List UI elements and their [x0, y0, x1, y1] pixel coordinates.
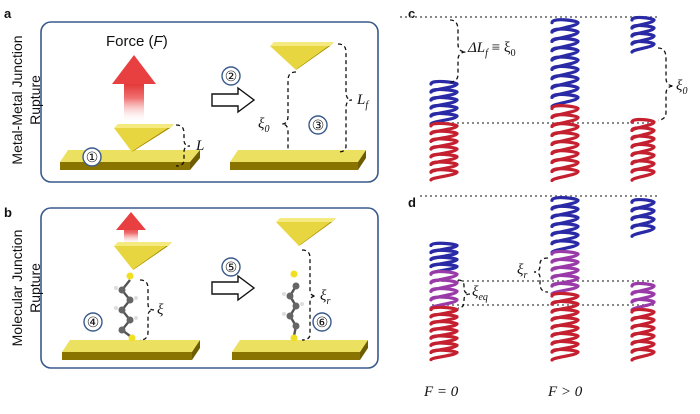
svg-text:Rupture: Rupture: [27, 263, 43, 313]
step-circle-4: [83, 312, 103, 332]
brace-L: [175, 124, 191, 167]
brace-xi-r-d: [533, 257, 549, 293]
spring-coil: [429, 348, 459, 362]
gold-tip-b6: [276, 218, 336, 246]
label-L: L: [195, 138, 204, 154]
force-arrow-b: [116, 212, 146, 244]
step-1: ①: [86, 149, 99, 165]
step-2: ②: [225, 68, 238, 84]
process-arrow-2: [211, 86, 256, 114]
step-3: ③: [312, 117, 325, 133]
panel-b-frame: [40, 207, 379, 369]
step-circle-1: [82, 147, 102, 167]
spring-d-rest: [429, 241, 459, 362]
gold-tip-b4: [114, 242, 172, 270]
gold-tip-a1: [114, 124, 174, 152]
step-circle-3: [308, 115, 328, 135]
label-xi-r-b: ξr: [320, 288, 330, 307]
spring-coil: [630, 223, 656, 238]
brace-xi: [139, 279, 155, 341]
spring-coil: [550, 347, 580, 362]
label-F-gt-0: F > 0: [547, 384, 583, 400]
label-xi-r-d: ξr: [517, 262, 527, 281]
spring-c-stretched: [550, 18, 580, 183]
label-F-eq-0: F = 0: [423, 384, 459, 400]
spring-coil: [630, 167, 656, 182]
gold-substrate-b6: [232, 340, 368, 360]
label-xi-eq: ξeq: [472, 284, 488, 303]
spring-coil: [429, 168, 459, 182]
spring-coil: [630, 347, 656, 362]
panel-a-frame: [40, 21, 379, 183]
brace-xi-r: [301, 249, 317, 341]
spring-d-stretched: [550, 195, 580, 362]
brace-xi0-a: [281, 71, 297, 150]
panel-a-side-label: Metal-Metal Junction Rupture: [9, 35, 43, 164]
label-xi0-a: ξ0: [258, 116, 269, 135]
panel-label-a: a: [4, 6, 12, 21]
spring-c-ruptured: [630, 15, 656, 182]
molecule-b6: [282, 270, 304, 342]
step-4: ④: [87, 314, 100, 330]
brace-deltaLf: [449, 19, 467, 83]
gold-substrate-b4: [62, 340, 200, 360]
panel-label-d: d: [408, 195, 416, 210]
svg-text:Rupture: Rupture: [27, 75, 43, 125]
spring-coil: [630, 39, 656, 54]
step-circle-5: [221, 257, 241, 277]
gold-substrate-a3: [230, 150, 366, 170]
panel-b-side-label: Molecular Junction Rupture: [9, 230, 43, 347]
force-label: Force (F): [106, 33, 168, 50]
svg-text:Metal-Metal Junction: Metal-Metal Junction: [9, 35, 25, 164]
label-xi: ξ: [157, 302, 164, 318]
step-circle-6: [312, 312, 332, 332]
panel-label-c: c: [408, 6, 415, 21]
brace-xi-eq: [457, 279, 471, 309]
spring-d-ruptured: [630, 197, 656, 362]
label-deltaLf: ΔLf ≡ ξ0: [467, 40, 516, 59]
molecule-b4: [114, 272, 138, 342]
gold-substrate-a1: [60, 150, 200, 170]
process-arrow-5: [211, 274, 256, 302]
label-Lf: Lf: [356, 92, 369, 111]
brace-xi0-c: [657, 47, 675, 121]
step-5: ⑤: [225, 259, 238, 275]
label-xi0-c: ξ0: [676, 78, 687, 97]
spring-c-rest: [429, 79, 459, 182]
gold-tip-a3: [270, 42, 334, 70]
force-arrow-a: [112, 55, 156, 122]
spring-coil: [550, 167, 580, 183]
step-circle-2: [221, 66, 241, 86]
panel-label-b: b: [4, 205, 12, 220]
step-6: ⑥: [316, 314, 329, 330]
brace-Lf: [337, 43, 353, 153]
svg-text:Molecular Junction: Molecular Junction: [9, 230, 25, 347]
